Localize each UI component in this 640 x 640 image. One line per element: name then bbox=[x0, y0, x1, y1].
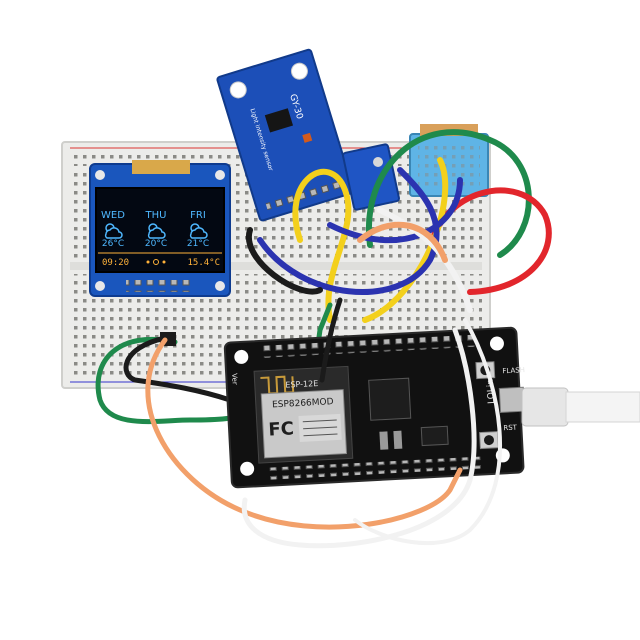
oled-day-temp: 20°C bbox=[145, 239, 167, 249]
fcc-mark: FC bbox=[268, 418, 295, 440]
oled-page-dot bbox=[146, 260, 150, 264]
reset-label: RST bbox=[503, 424, 518, 433]
cloud-sun-icon bbox=[104, 223, 123, 239]
oled-indoor-temp: 15.4°C bbox=[187, 258, 220, 268]
usb-serial-chip bbox=[368, 377, 412, 421]
gy30-sensor-board: GY-30 Light intensity sensor bbox=[216, 48, 355, 222]
nodemcu-board: Ver ESP-12E ESP8266MOD FC FLASH bbox=[223, 326, 526, 489]
esp12e-module: ESP-12E ESP8266MOD FC bbox=[253, 365, 354, 464]
flash-label: FLASH bbox=[502, 366, 525, 375]
small-sensor-board bbox=[342, 143, 400, 211]
esp-module-label: ESP-12E bbox=[285, 379, 318, 390]
micro-usb-port[interactable] bbox=[498, 386, 526, 413]
oled-day-temp: 26°C bbox=[102, 239, 124, 249]
oled-day-temp: 21°C bbox=[187, 239, 209, 249]
oled-page-dot bbox=[162, 260, 166, 264]
esp-module-name: ESP8266MOD bbox=[272, 397, 334, 410]
usb-cable bbox=[521, 387, 640, 427]
oled-day-label: WED bbox=[101, 210, 125, 221]
oled-time: 09:20 bbox=[102, 258, 129, 268]
oled-day-label: FRI bbox=[190, 210, 206, 221]
jumper-wires-top bbox=[245, 129, 552, 323]
jumper-wires-bottom bbox=[145, 297, 503, 549]
cloud-sun-icon bbox=[147, 223, 166, 239]
board-version-label: Ver bbox=[230, 373, 239, 385]
oled-day-label: THU bbox=[145, 210, 167, 221]
oled-module: WED 26°C THU 20°C FRI 21°C 09:20 15.4°C bbox=[89, 160, 231, 297]
regulator-chip bbox=[420, 425, 449, 447]
oled-page-dot-active bbox=[153, 259, 159, 265]
cloud-sun-icon bbox=[189, 223, 208, 239]
reset-button[interactable] bbox=[479, 431, 499, 450]
